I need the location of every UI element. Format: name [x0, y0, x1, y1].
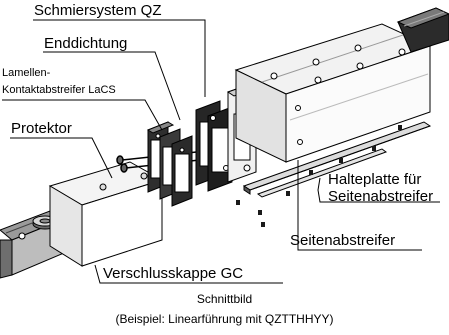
label-halteplatte-line1: Halteplatte für	[328, 171, 422, 188]
lacs-contact-scraper	[146, 121, 193, 207]
carriage-block	[234, 23, 432, 163]
small-screws	[236, 125, 402, 227]
leader-lines	[2, 19, 440, 284]
caption-subtitle: (Beispiel: Linearführung mit QZTTHHYY)	[115, 312, 334, 326]
label-halteplatte-line2: Seitenabstreifer	[328, 188, 434, 205]
protector-block	[48, 161, 164, 267]
end-seal	[195, 100, 233, 192]
caption-title: Schnittbild	[196, 292, 253, 306]
label-seitenabstreifer: Seitenabstreifer	[290, 232, 396, 249]
label-lamellen-line2: Kontaktabstreifer LaCS	[2, 84, 116, 96]
label-enddichtung: Enddichtung	[44, 35, 128, 52]
label-verschlusskappe-gc: Verschlusskappe GC	[103, 265, 244, 282]
label-lamellen-line1: Lamellen-	[2, 67, 51, 79]
label-protektor: Protektor	[11, 120, 72, 137]
rail-end-top	[396, 7, 449, 53]
holding-plate	[256, 148, 388, 198]
label-schmiersystem-qz: Schmiersystem QZ	[34, 2, 162, 19]
